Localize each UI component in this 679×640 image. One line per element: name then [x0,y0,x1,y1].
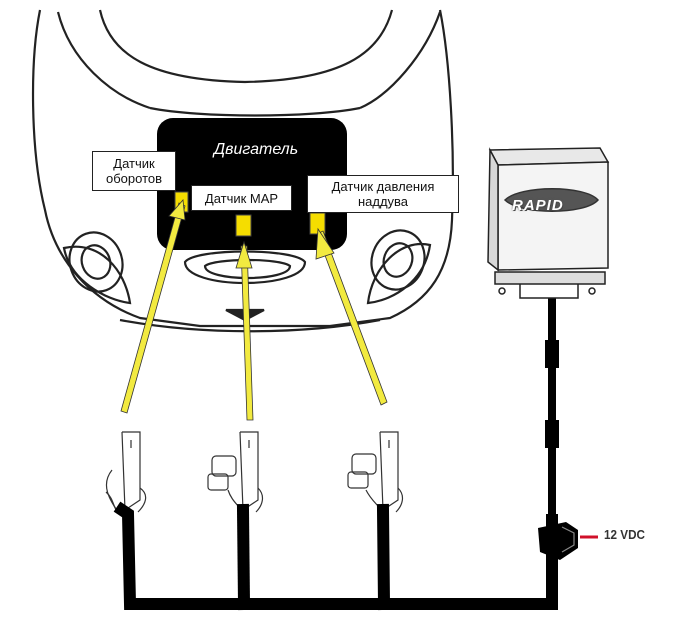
power-voltage-label: 12 VDC [604,527,645,542]
power-plug-icon [538,522,598,560]
sensor-pointer-arrows [120,199,388,421]
wire-connector-icon [105,431,147,515]
wire-connector-icon [207,431,264,513]
map-sensor-label: Датчик MAP [191,185,292,211]
map-sensor-marker [235,214,252,237]
engine-title: Двигатель [213,141,299,158]
boost-pressure-sensor-label: Датчик давления наддува [307,175,459,213]
wire-connector-icon [347,431,404,513]
control-module-icon [487,147,610,299]
rpm-sensor-label: Датчик оборотов [92,151,176,191]
module-brand-logo: RAPID [512,197,564,214]
engine-block [157,118,347,250]
wiring-harness [113,296,559,611]
